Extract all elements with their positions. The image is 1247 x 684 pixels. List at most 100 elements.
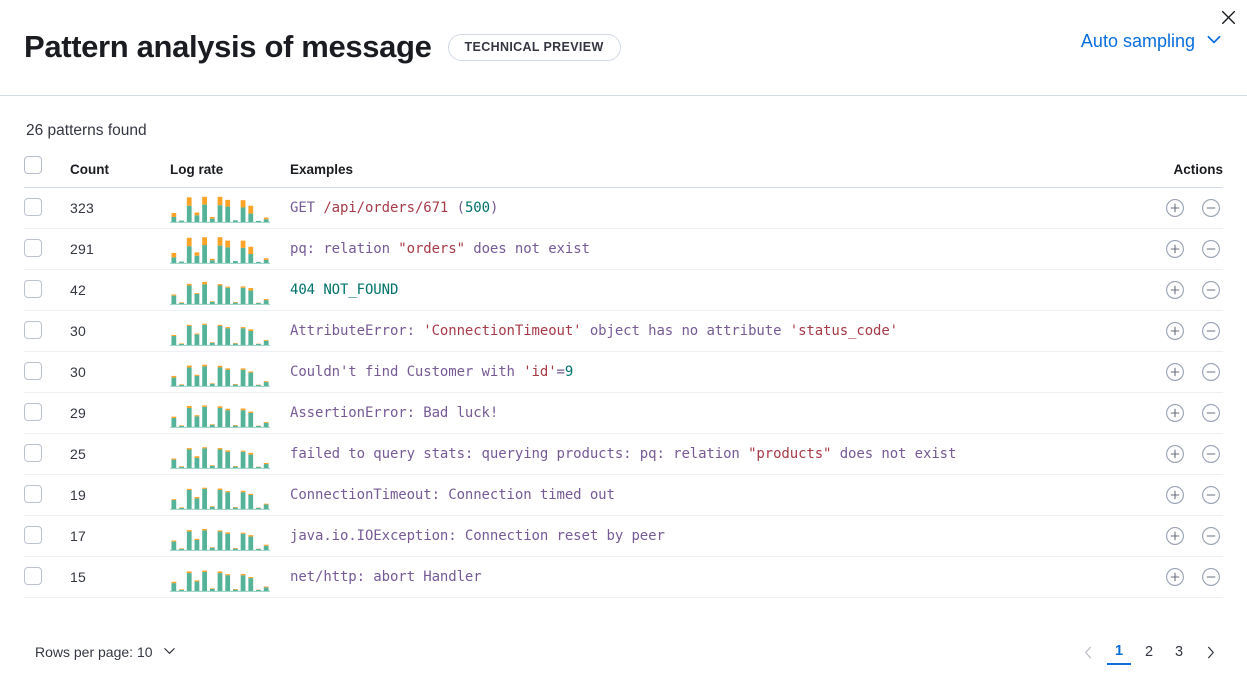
example-token: object has no attribute: [581, 323, 790, 339]
plus-circle-icon: [1166, 322, 1184, 340]
table-row[interactable]: 29 AssertionError: Bad luck!: [24, 393, 1223, 434]
filter-for-value-button[interactable]: [1165, 239, 1185, 259]
row-select-cell: [24, 229, 70, 270]
filter-out-value-button[interactable]: [1201, 239, 1221, 259]
filter-out-value-button[interactable]: [1201, 362, 1221, 382]
filter-for-value-button[interactable]: [1165, 485, 1185, 505]
filter-out-value-button[interactable]: [1201, 321, 1221, 341]
row-checkbox[interactable]: [24, 484, 42, 503]
filter-for-value-button[interactable]: [1165, 403, 1185, 423]
count-cell: 29: [70, 405, 86, 421]
filter-for-value-button[interactable]: [1165, 444, 1185, 464]
table-row[interactable]: 30 Couldn't find Customer with 'id'=9: [24, 352, 1223, 393]
plus-circle-icon: [1166, 527, 1184, 545]
example-token: =: [556, 364, 565, 380]
example-cell: java.io.IOException: Connection reset by…: [290, 516, 1113, 557]
plus-circle-icon: [1166, 363, 1184, 381]
row-checkbox[interactable]: [24, 566, 42, 585]
filter-out-value-button[interactable]: [1201, 280, 1221, 300]
close-icon[interactable]: [1215, 4, 1241, 30]
example-cell: Couldn't find Customer with 'id'=9: [290, 352, 1113, 393]
auto-sampling-label: Auto sampling: [1080, 31, 1195, 51]
row-select-cell: [24, 475, 70, 516]
log-rate-sparkline: [170, 447, 270, 469]
filter-out-value-button[interactable]: [1201, 444, 1221, 464]
example-token: AssertionError: Bad luck!: [290, 405, 499, 421]
log-rate-sparkline: [170, 405, 270, 428]
filter-for-value-button[interactable]: [1165, 526, 1185, 546]
log-rate-sparkline: [170, 570, 270, 592]
table-row[interactable]: 17 java.io.IOException: Connection reset …: [24, 516, 1223, 557]
filter-for-value-button[interactable]: [1165, 567, 1185, 587]
filter-out-value-button[interactable]: [1201, 485, 1221, 505]
dialog-body: 26 patterns found Count Log rate Example…: [0, 96, 1247, 598]
minus-circle-icon: [1202, 486, 1220, 504]
row-select-cell: [24, 393, 70, 434]
row-checkbox[interactable]: [24, 443, 42, 462]
row-checkbox[interactable]: [24, 238, 42, 257]
patterns-found-count: 26 patterns found: [26, 122, 147, 139]
example-cell: AssertionError: Bad luck!: [290, 393, 1113, 434]
count-cell: 25: [70, 446, 86, 462]
filter-out-value-button[interactable]: [1201, 198, 1221, 218]
log-rate-header[interactable]: Log rate: [170, 162, 224, 177]
count-header[interactable]: Count: [70, 162, 109, 177]
log-rate-cell: [170, 393, 290, 434]
chevron-down-icon: [1205, 30, 1223, 53]
row-select-cell: [24, 352, 70, 393]
log-rate-cell: [170, 352, 290, 393]
auto-sampling-dropdown[interactable]: Auto sampling: [1081, 30, 1223, 53]
rows-per-page-label: Rows per page: 10: [35, 644, 153, 660]
log-rate-cell: [170, 311, 290, 352]
row-checkbox[interactable]: [24, 361, 42, 380]
example-token: 404: [290, 282, 315, 298]
actions-cell: [1113, 557, 1223, 598]
filter-for-value-button[interactable]: [1165, 362, 1185, 382]
filter-for-value-button[interactable]: [1165, 280, 1185, 300]
filter-for-value-button[interactable]: [1165, 198, 1185, 218]
filter-out-value-button[interactable]: [1201, 403, 1221, 423]
log-rate-cell: [170, 434, 290, 475]
count-cell: 42: [70, 282, 86, 298]
example-token: (: [448, 200, 465, 216]
page-button-3[interactable]: 3: [1174, 644, 1184, 660]
select-all-checkbox[interactable]: [24, 156, 42, 174]
filter-out-value-button[interactable]: [1201, 567, 1221, 587]
plus-circle-icon: [1166, 445, 1184, 463]
example-token: /api/orders/671: [323, 200, 449, 216]
filter-for-value-button[interactable]: [1165, 321, 1185, 341]
chevron-right-icon[interactable]: [1197, 639, 1223, 665]
minus-circle-icon: [1202, 281, 1220, 299]
log-rate-sparkline: [170, 237, 270, 264]
example-token: 'status_code': [789, 323, 899, 339]
filter-out-value-button[interactable]: [1201, 526, 1221, 546]
row-checkbox[interactable]: [24, 279, 42, 298]
examples-header[interactable]: Examples: [290, 162, 354, 177]
row-checkbox[interactable]: [24, 320, 42, 339]
page-button-1[interactable]: 1: [1107, 639, 1131, 665]
example-token: does not exist: [831, 446, 957, 462]
actions-cell: [1113, 352, 1223, 393]
count-cell: 17: [70, 528, 86, 544]
example-token: AttributeError:: [290, 323, 424, 339]
count-cell: 30: [70, 364, 86, 380]
row-checkbox[interactable]: [24, 525, 42, 544]
row-checkbox[interactable]: [24, 402, 42, 421]
example-cell: pq: relation "orders" does not exist: [290, 229, 1113, 270]
page-button-2[interactable]: 2: [1144, 644, 1154, 660]
row-checkbox[interactable]: [24, 197, 42, 216]
rows-per-page-selector[interactable]: Rows per page: 10: [24, 643, 177, 661]
row-select-cell: [24, 311, 70, 352]
chevron-left-icon[interactable]: [1075, 639, 1101, 665]
example-cell: net/http: abort Handler: [290, 557, 1113, 598]
count-cell: 323: [70, 200, 94, 216]
